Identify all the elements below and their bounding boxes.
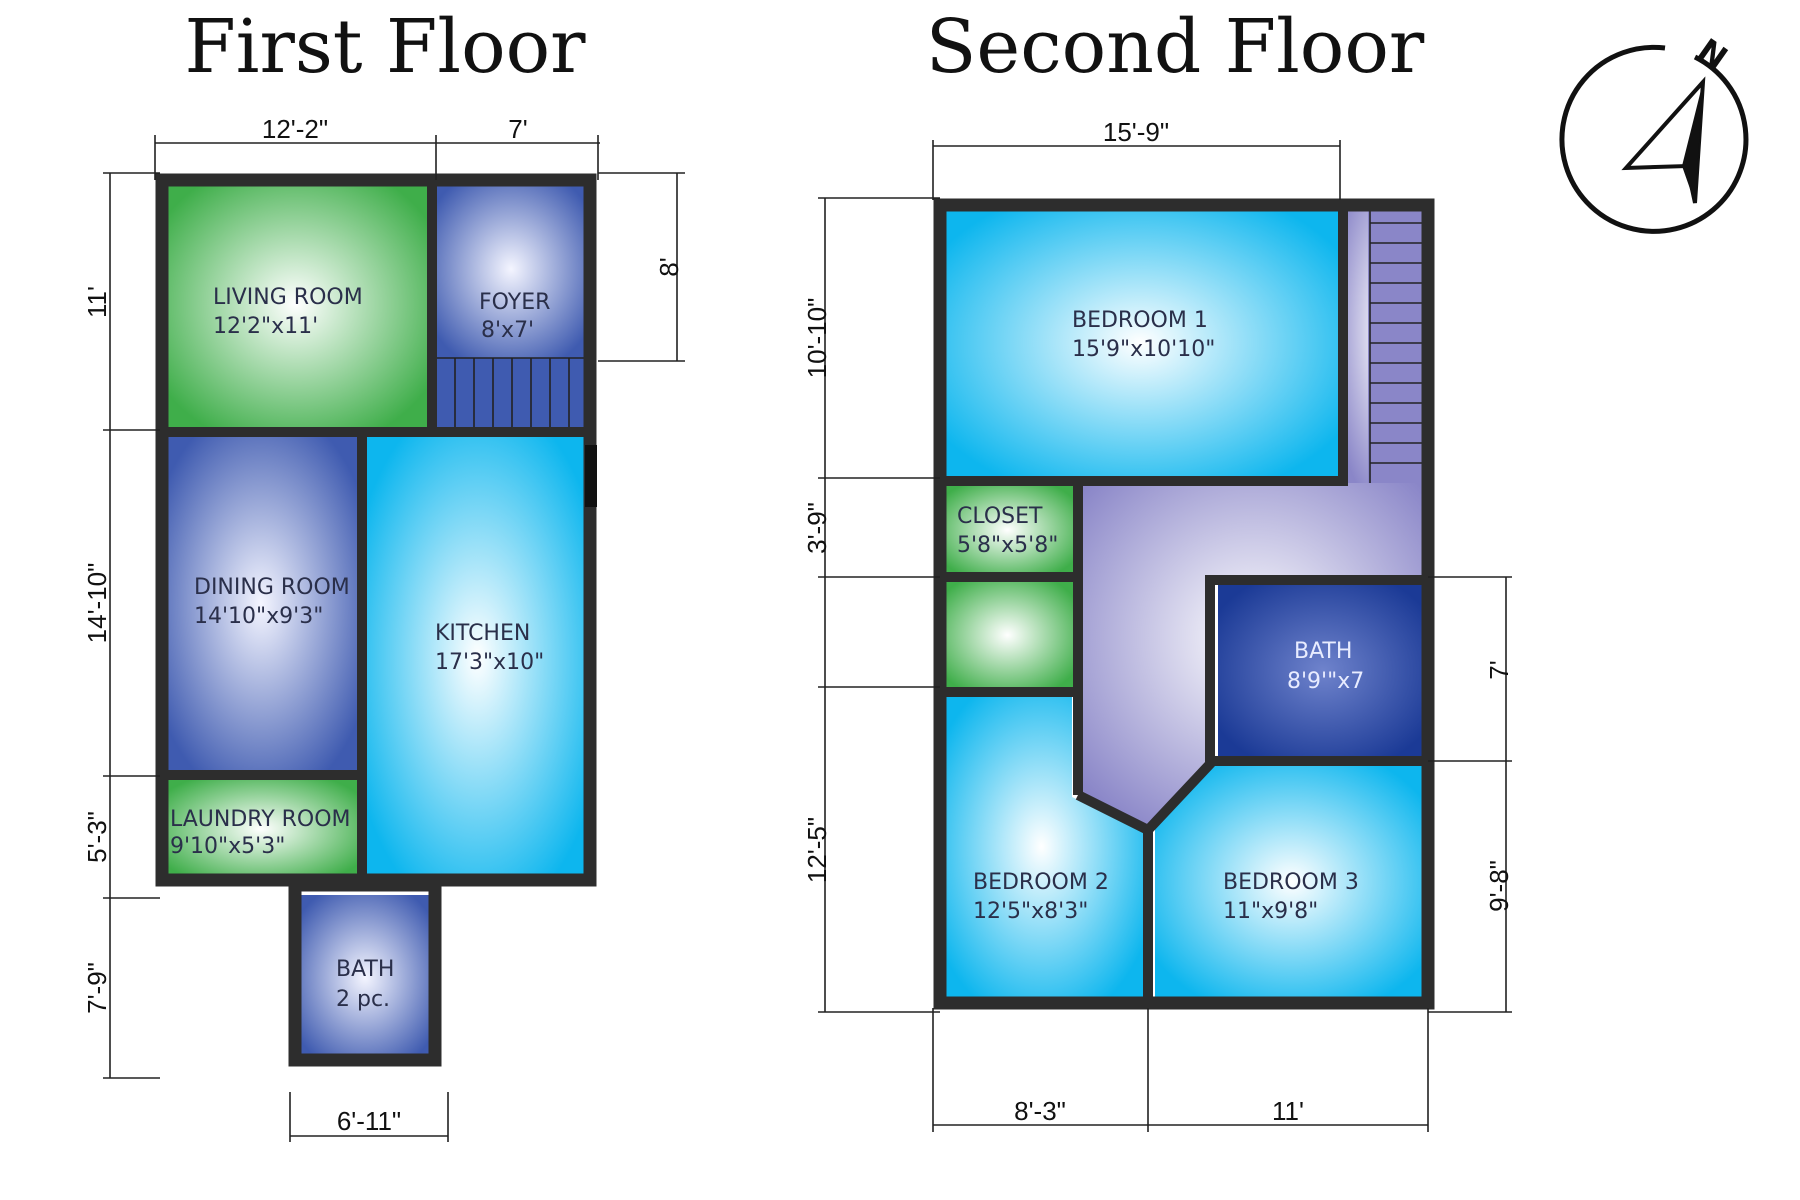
- bedroom-1-name: BEDROOM 1: [1072, 308, 1208, 333]
- dim-second-left-bedroom1: 10'-10": [802, 298, 832, 379]
- closet-size: 5'8"x5'8": [957, 533, 1058, 558]
- first-floor-bath-wall: [288, 878, 442, 1067]
- dim-first-left-bath: 7'-9": [82, 962, 112, 1014]
- second-floor-bath: [1218, 583, 1428, 758]
- second-floor-bath-name: BATH: [1294, 639, 1352, 664]
- north-arrow-icon: N: [1559, 31, 1749, 234]
- first-floor-bath-size: 2 pc.: [336, 987, 390, 1012]
- dim-first-bottom-bath: 6'-11": [337, 1106, 401, 1136]
- second-floor-hallway: [1080, 483, 1428, 828]
- first-floor-bath-name: BATH: [336, 957, 394, 982]
- closet: [940, 485, 1075, 575]
- dining-room-name: DINING ROOM: [194, 575, 350, 600]
- dining-room: [162, 435, 360, 772]
- dim-first-left-laundry: 5'-3": [82, 811, 112, 863]
- living-room-size: 12'2"x11': [213, 314, 318, 339]
- second-floor-outer-wall: [933, 198, 1435, 1010]
- first-floor-title: First Floor: [184, 4, 586, 90]
- foyer: [432, 180, 590, 358]
- bedroom-3: [1155, 765, 1428, 998]
- living-room: [162, 180, 429, 428]
- kitchen: [365, 435, 590, 880]
- dim-first-top-left: 12'-2": [262, 114, 328, 144]
- living-room-name: LIVING ROOM: [213, 285, 363, 310]
- foyer-size: 8'x7': [481, 318, 534, 343]
- laundry-room: [162, 778, 360, 880]
- closet-lower: [940, 580, 1075, 690]
- second-floor-bath-size: 8'9'"x7: [1287, 669, 1364, 694]
- second-floor-plan: BEDROOM 1 15'9"x10'10" CLOSET 5'8"x5'8" …: [802, 117, 1514, 1132]
- dim-second-bottom-left: 8'-3": [1014, 1096, 1066, 1126]
- bedroom-2: [940, 695, 1143, 998]
- first-floor-bath: [295, 895, 435, 1060]
- bedroom-3-name: BEDROOM 3: [1223, 870, 1359, 895]
- bedroom-2-size: 12'5"x8'3": [973, 899, 1088, 924]
- foyer-name: FOYER: [479, 290, 550, 315]
- bedroom-1: [940, 205, 1340, 480]
- dim-second-top: 15'-9": [1103, 117, 1169, 147]
- dim-second-right-bath: 7': [1484, 660, 1514, 679]
- foyer-stairs: [432, 358, 590, 430]
- first-floor-stair-treads: [432, 357, 590, 428]
- first-floor-door: [585, 445, 597, 507]
- dim-first-top-right: 7': [508, 114, 527, 144]
- dim-second-left-bedroom2: 12'-5": [802, 817, 832, 883]
- north-label: N: [1691, 31, 1735, 77]
- dim-second-bottom-right: 11': [1272, 1096, 1304, 1126]
- first-floor-dimensions: [103, 135, 685, 1142]
- kitchen-size: 17'3"x10": [435, 650, 544, 675]
- dining-room-size: 14'10"x9'3": [194, 604, 323, 629]
- second-floor-stair-treads: [1369, 205, 1428, 483]
- dim-first-right-foyer: 8': [654, 257, 684, 276]
- kitchen-name: KITCHEN: [435, 621, 530, 646]
- second-floor-dimensions: [818, 140, 1512, 1132]
- laundry-room-size: 9'10"x5'3": [170, 834, 285, 859]
- laundry-room-name: LAUNDRY ROOM: [170, 807, 351, 832]
- dim-first-left-dining: 14'-10": [82, 563, 112, 644]
- bedroom-1-size: 15'9"x10'10": [1072, 337, 1215, 362]
- second-floor-stairs: [1368, 205, 1428, 483]
- bedroom-3-size: 11"x9'8": [1223, 899, 1318, 924]
- closet-name: CLOSET: [957, 504, 1043, 529]
- second-floor-title: Second Floor: [926, 4, 1425, 90]
- dim-second-left-closet: 3'-9": [802, 502, 832, 554]
- dim-first-left-living: 11': [82, 286, 112, 318]
- bedroom-2-name: BEDROOM 2: [973, 870, 1109, 895]
- first-floor-plan: LIVING ROOM 12'2"x11' FOYER 8'x7' DINING…: [82, 114, 685, 1142]
- dim-second-right-bedroom3: 9'-8": [1484, 860, 1514, 912]
